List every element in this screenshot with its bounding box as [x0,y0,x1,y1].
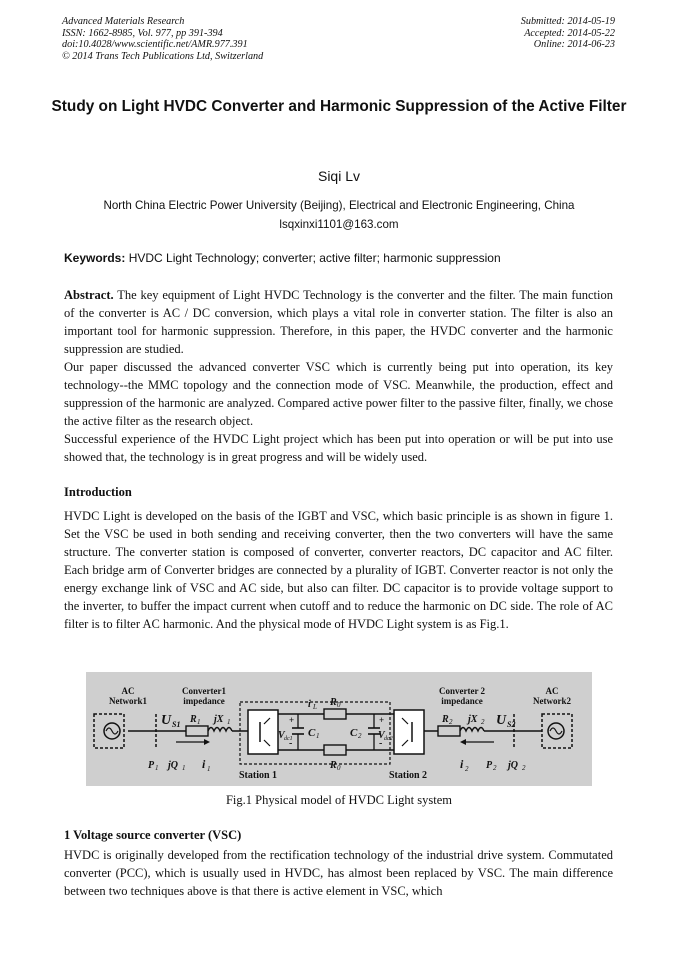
r2-label: R [441,714,449,725]
i2-label: i [460,757,464,771]
author-name: Siqi Lv [317,168,361,184]
r1-sub: 1 [197,718,201,726]
hvdc-circuit-diagram: AC Network1 Converter1 impedance U S1 R … [93,686,573,781]
c1-sub: 1 [316,732,320,740]
ac-network1-label-1: AC [122,686,135,696]
figure-1: AC Network1 Converter1 impedance U S1 R … [86,672,592,786]
keywords: Keywords: HVDC Light Technology; convert… [64,251,501,265]
jq1-label: jQ [166,760,178,771]
converter1-impedance: Converter1 impedance U S1 R 1 jX 1 P 1 j… [128,686,248,773]
i2-sub: 2 [465,765,469,773]
abstract-paragraph-3: Successful experience of the HVDC Light … [64,432,613,464]
c2-sub: 2 [358,732,362,740]
i1-label: i [202,757,206,771]
ac-network1-label-2: Network1 [109,696,147,706]
p2-label: P [486,760,493,771]
affiliation-block: North China Electric Power University (B… [64,196,614,234]
abstract-label: Abstract. [64,288,114,302]
converter2-label-2: impedance [441,696,483,706]
submission-dates: Submitted: 2014-05-19 Accepted: 2014-05-… [521,16,615,51]
converter1-label-1: Converter1 [182,686,226,696]
introduction-heading: Introduction [64,485,132,499]
r0-top-label: R [329,697,337,708]
r1-label: R [189,714,197,725]
section1-heading: 1 Voltage source converter (VSC) [64,828,242,842]
p1-label: P [148,760,155,771]
jx1-sub: 1 [227,718,231,726]
ac-network2-label-2: Network2 [533,696,571,706]
jx1-label: jX [212,714,224,725]
ac-network2-label-1: AC [546,686,559,696]
jq2-sub: 2 [522,764,526,772]
ac-network1: AC Network1 [93,686,147,749]
minus-sign-2: - [379,738,382,749]
r0-top-sub: 0 [337,701,341,709]
us2-label: U [496,713,507,728]
p2-sub: 2 [493,764,497,772]
converter2-impedance: Converter 2 impedance R 2 jX 2 U S2 i 2 … [424,686,542,773]
figure-caption: Fig.1 Physical model of HVDC Light syste… [225,793,453,807]
station1: Station 1 [239,709,279,781]
plus-sign-1: + [289,715,294,725]
converter2-label-1: Converter 2 [439,686,486,696]
us1-label: U [161,713,172,728]
station1-label: Station 1 [239,770,277,781]
jx2-sub: 2 [481,718,485,726]
il-sub: L [312,703,317,711]
jx2-label: jX [466,714,478,725]
accepted-date: Accepted: 2014-05-22 [524,27,615,39]
online-date: Online: 2014-06-23 [533,39,615,50]
paper-title: Study on Light HVDC Converter and Harmon… [51,98,627,115]
submitted-date: Submitted: 2014-05-19 [520,16,615,27]
il-label: i [308,699,311,710]
station2: Station 2 [389,709,427,781]
abstract-paragraph-1: The key equipment of Light HVDC Technolo… [64,288,613,356]
abstract: Abstract. The key equipment of Light HVD… [64,286,613,466]
abstract-paragraph-2: Our paper discussed the advanced convert… [64,360,613,428]
section1-text: HVDC is originally developed from the re… [64,848,613,898]
r0-bot-label: R [329,760,337,771]
i1-sub: 1 [207,765,211,773]
converter1-label-2: impedance [183,696,225,706]
plus-sign-2: + [379,715,384,725]
ac-network2: AC Network2 [533,686,573,749]
keywords-text: HVDC Light Technology; converter; active… [128,251,501,265]
journal-name: Advanced Materials Research [62,16,185,27]
journal-info: Advanced Materials Research ISSN: 1662-8… [62,16,263,62]
p1-sub: 1 [155,764,159,772]
vdc2-label: V [378,730,386,741]
station2-label: Station 2 [389,770,427,781]
r0-bot-sub: 0 [337,764,341,772]
vdc1-label: V [278,730,286,741]
c1-label: C [308,727,316,739]
jq2-label: jQ [506,760,518,771]
affiliation: North China Electric Power University (B… [103,199,575,212]
dc-link: i L R 0 R 0 + - V dc1 C 1 + - C 2 V dc2 [239,697,394,772]
r2-sub: 2 [449,718,453,726]
us2-sub: S2 [507,720,515,729]
journal-doi: doi:10.4028/www.scientific.net/AMR.977.3… [62,39,248,50]
minus-sign-1: - [289,738,292,749]
jq1-sub: 1 [182,764,186,772]
journal-copyright: © 2014 Trans Tech Publications Ltd, Swit… [62,50,264,62]
introduction-text: HVDC Light is developed on the basis of … [64,509,613,631]
c2-label: C [350,727,358,739]
us1-sub: S1 [172,720,180,729]
author-email[interactable]: lsqxinxi1101@163.com [279,218,399,231]
keywords-label: Keywords: [64,251,126,265]
journal-issn: ISSN: 1662-8985, Vol. 977, pp 391-394 [62,27,223,39]
vdc1-sub: dc1 [284,736,293,742]
vdc2-sub: dc2 [384,736,393,742]
